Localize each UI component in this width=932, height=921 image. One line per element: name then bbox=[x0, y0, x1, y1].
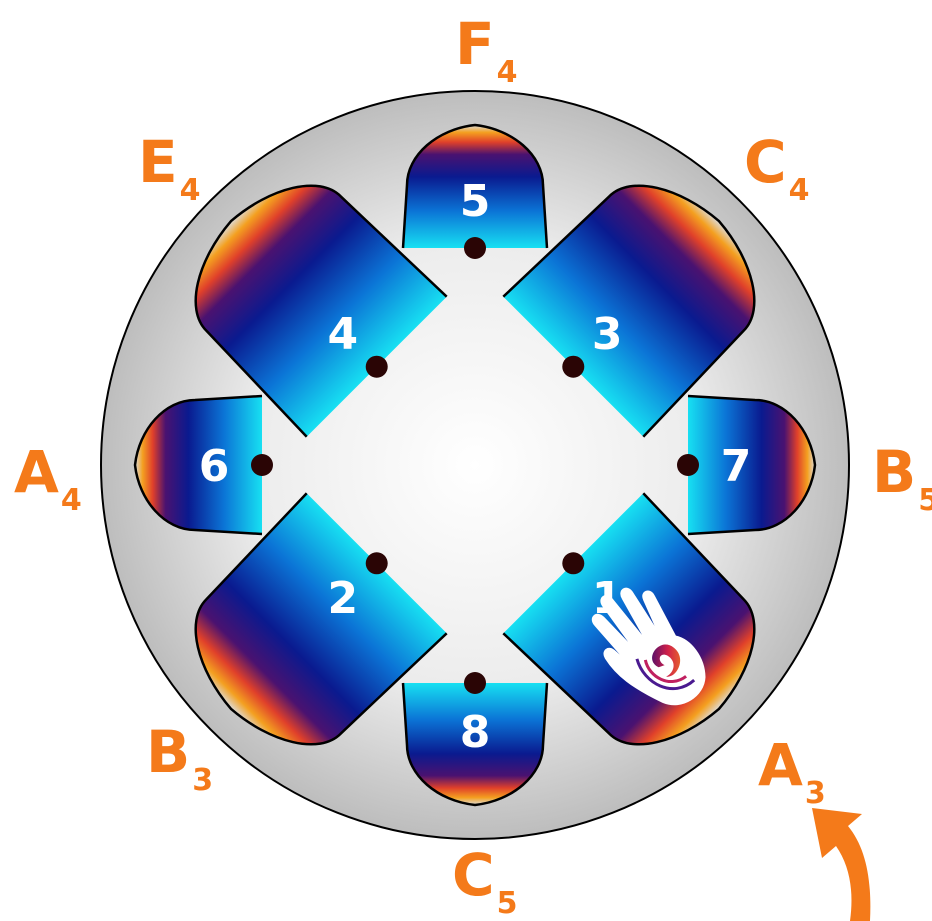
tongue-cut-line bbox=[401, 123, 549, 249]
tongue-cut-line bbox=[133, 394, 263, 536]
tongue-field bbox=[195, 493, 447, 745]
note-label-3: C4 bbox=[744, 128, 809, 208]
note-label-4: E4 bbox=[138, 128, 201, 208]
tongue-field bbox=[403, 125, 547, 248]
note-label-1: A3 bbox=[758, 731, 826, 811]
tongue-number: 5 bbox=[460, 176, 491, 227]
note-label-2: B3 bbox=[146, 718, 213, 798]
tongue-number: 6 bbox=[199, 441, 230, 492]
tongue-number: 4 bbox=[327, 309, 358, 360]
tongue-cut-line bbox=[502, 184, 756, 438]
tongue-cut-line bbox=[401, 682, 549, 807]
tongue-field bbox=[195, 185, 447, 437]
tongue-cut-line bbox=[687, 394, 817, 536]
tongue-node-dot bbox=[464, 237, 486, 259]
tongue-number: 8 bbox=[460, 707, 491, 758]
note-label-7: B5 bbox=[872, 438, 932, 518]
tongue-7 bbox=[677, 394, 817, 536]
note-label-6: A4 bbox=[14, 438, 82, 518]
tongue-cut-line bbox=[194, 492, 448, 746]
note-label-8: C5 bbox=[452, 841, 517, 921]
tongue-field bbox=[135, 396, 262, 534]
tongue-4 bbox=[194, 184, 448, 438]
tongue-5 bbox=[401, 123, 549, 259]
tongue-2 bbox=[194, 492, 448, 746]
tongue-node-dot bbox=[562, 355, 585, 378]
tongue-field bbox=[688, 396, 815, 534]
tongue-field bbox=[503, 185, 755, 437]
tongue-cut-line bbox=[194, 184, 448, 438]
tongue-number: 2 bbox=[327, 573, 358, 624]
tongue-field bbox=[403, 683, 547, 805]
tongue-6 bbox=[133, 394, 273, 536]
hand-icon bbox=[591, 587, 706, 706]
note-label-5: F4 bbox=[455, 10, 518, 90]
tongue-cut-line bbox=[502, 492, 756, 746]
tongue-3 bbox=[502, 184, 756, 438]
tongue-node-dot bbox=[677, 454, 699, 476]
tongue-node-dot bbox=[562, 552, 585, 575]
tongue-node-dot bbox=[251, 454, 273, 476]
tongue-node-dot bbox=[365, 355, 388, 378]
tongue-number: 7 bbox=[721, 441, 752, 492]
tongue-node-dot bbox=[464, 672, 486, 694]
tongue-node-dot bbox=[365, 552, 388, 575]
curved-arrow-icon bbox=[812, 808, 871, 921]
tongue-8 bbox=[401, 672, 549, 807]
tongue-number: 3 bbox=[592, 309, 623, 360]
